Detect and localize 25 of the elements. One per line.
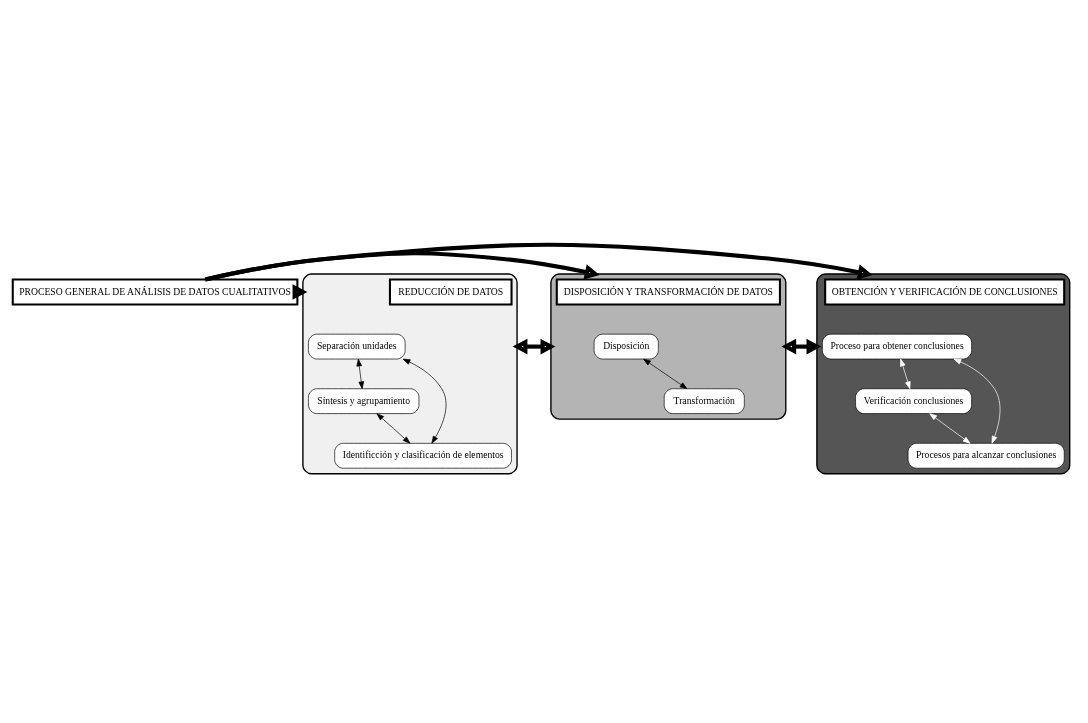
arrow — [929, 412, 971, 444]
node-box: REDUCCIÓN DE DATOS — [388, 278, 513, 305]
node-box: Transformación — [663, 387, 745, 414]
node-box: Verificación conclusiones — [855, 387, 972, 414]
arrow — [402, 358, 447, 444]
arrow — [643, 358, 688, 389]
arrow — [292, 283, 308, 300]
node-box: Separación unidades — [308, 333, 406, 359]
node-box: OBTENCIÓN Y VERIFICACIÓN DE CONCLUSIONES — [824, 278, 1066, 305]
arrow — [953, 358, 1001, 444]
arrow — [376, 412, 411, 444]
arrow — [512, 338, 556, 354]
arrow — [204, 242, 873, 282]
arrow — [356, 358, 364, 389]
arrow — [781, 338, 822, 354]
cluster — [816, 272, 1071, 474]
node-box: Síntesis y agrupamiento — [308, 387, 420, 414]
arrow — [900, 358, 911, 389]
cluster — [302, 272, 518, 474]
node-box: Procesos para alcanzar conclusiones — [907, 442, 1065, 469]
node-box: DISPOSICIÓN Y TRANSFORMACIÓN DE DATOS — [555, 278, 781, 305]
cluster — [550, 272, 787, 420]
node-box: Proceso para obtener conclusiones — [822, 333, 972, 359]
node-box: Disposición — [593, 333, 659, 359]
node-box: Identificción y clasificación de elementos — [334, 442, 512, 469]
